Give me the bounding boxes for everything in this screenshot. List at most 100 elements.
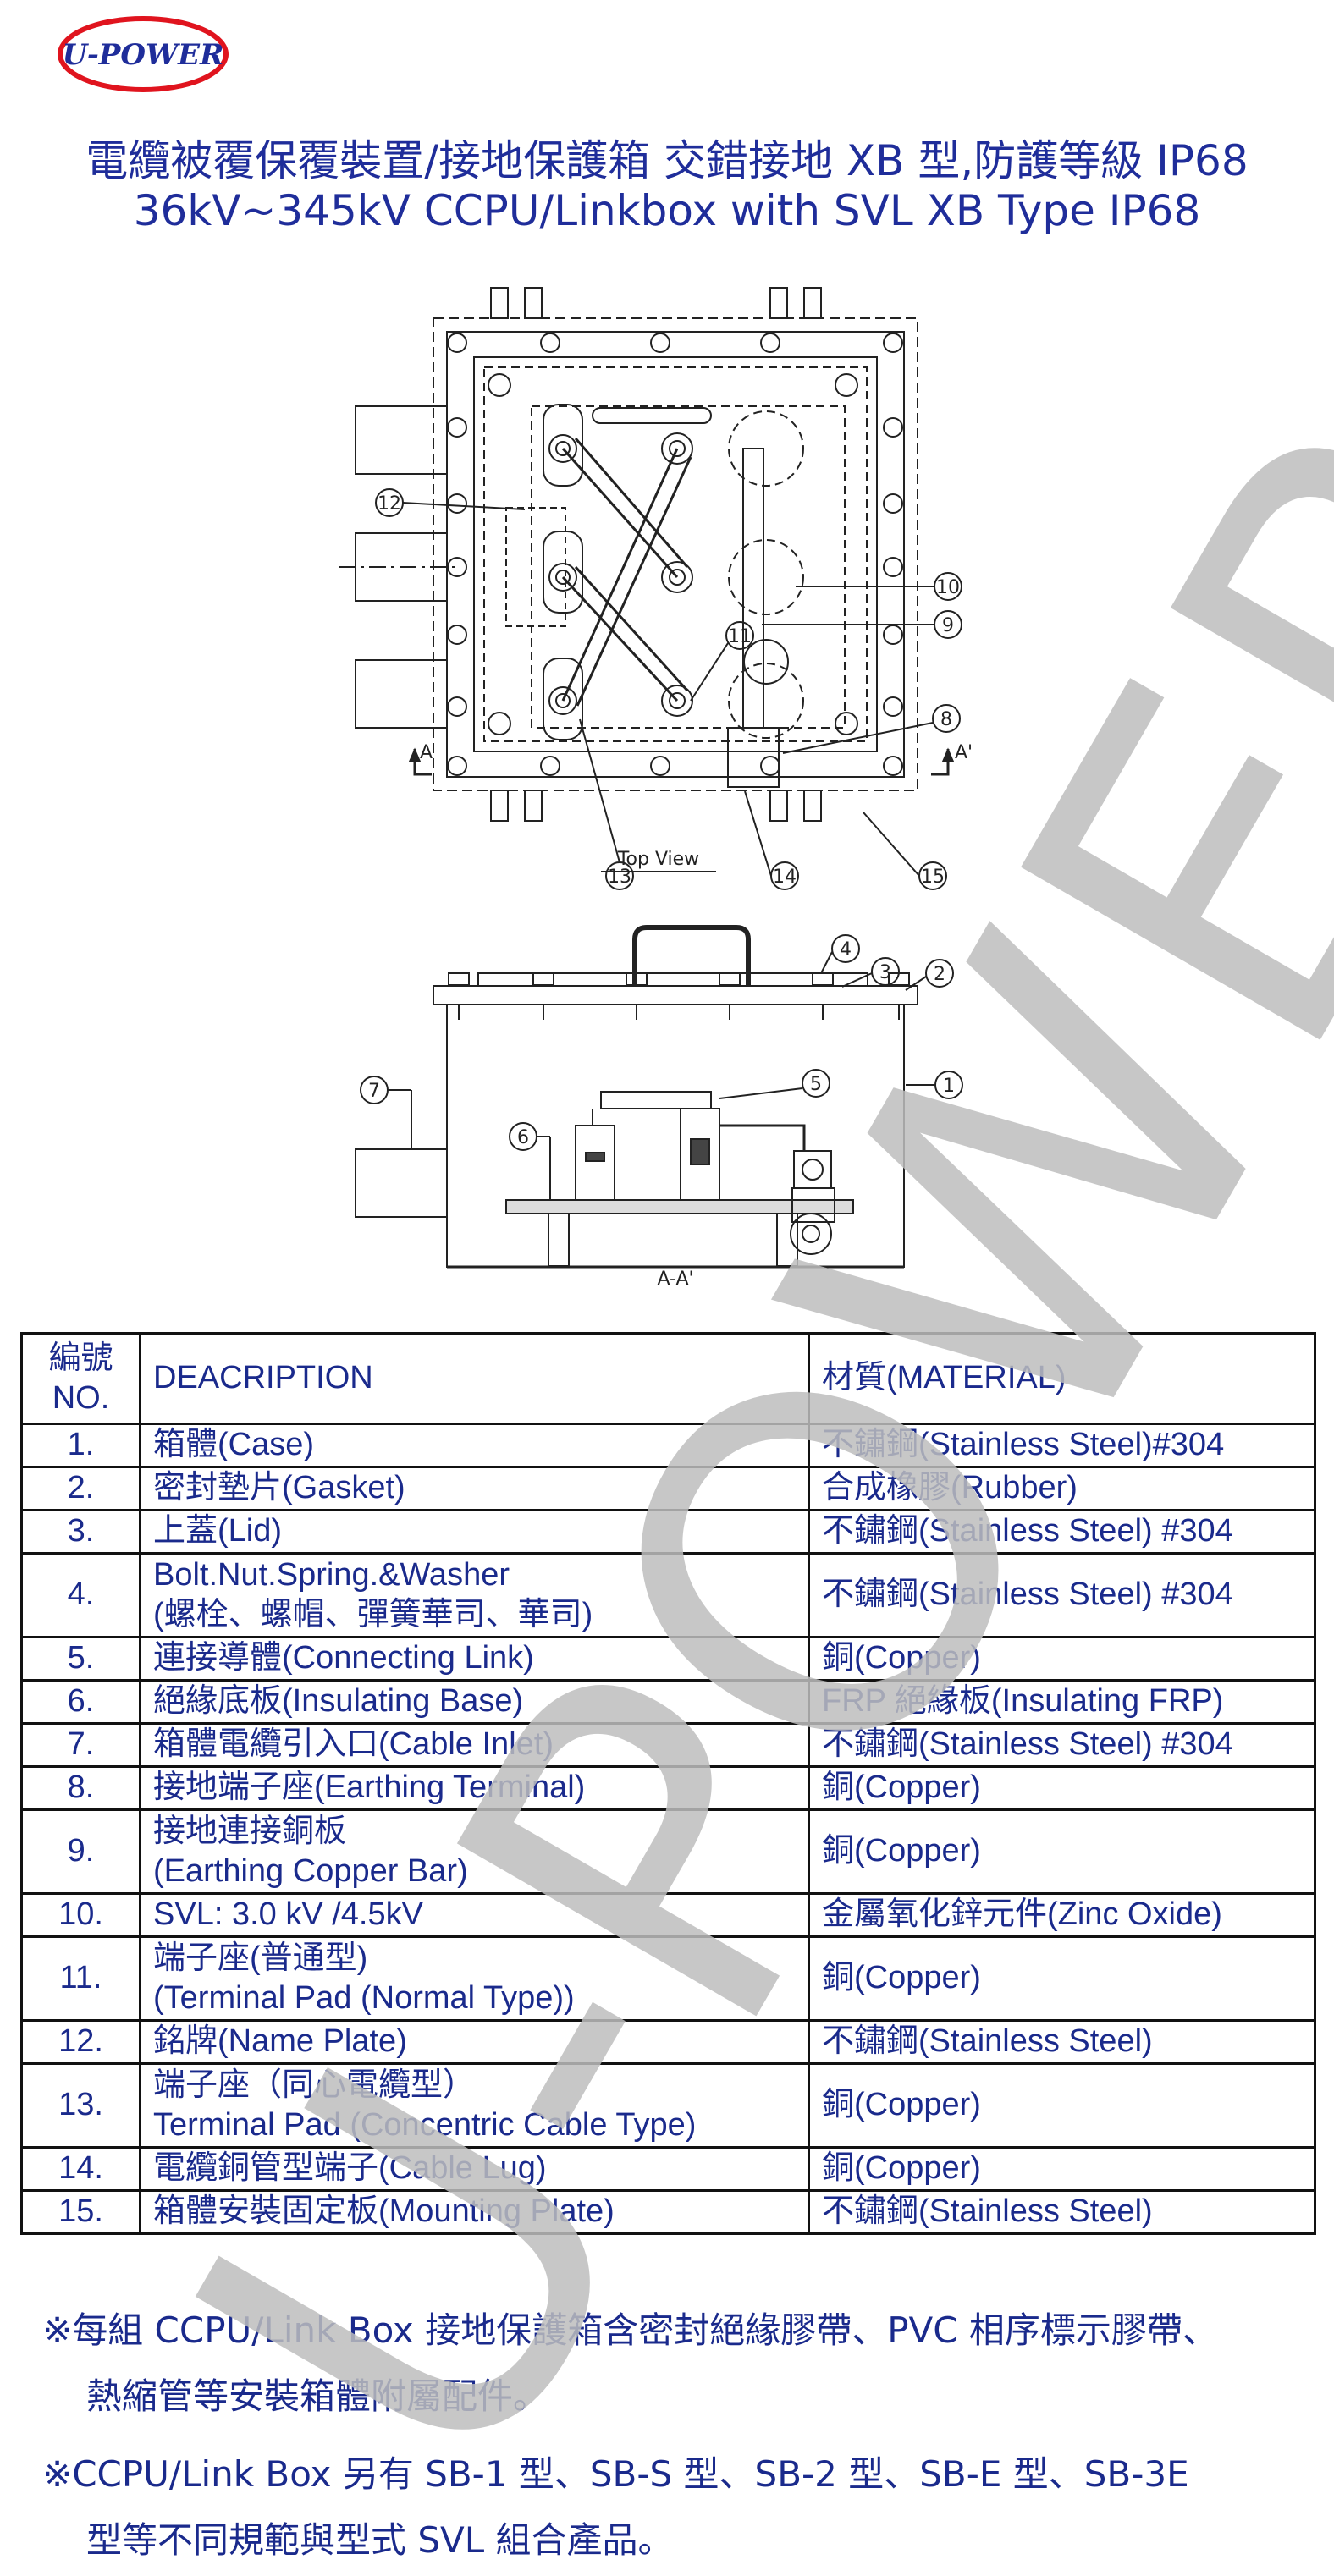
row-material: 銅(Copper) (808, 1935, 1316, 2022)
callout-13: 13 (608, 867, 631, 888)
callout-2: 2 (934, 964, 945, 985)
row-no: 9. (20, 1808, 141, 1895)
table-row: 15.箱體安裝固定板(Mounting Plate)不鏽鋼(Stainless … (20, 2189, 1316, 2235)
callout-14: 14 (773, 867, 797, 888)
table-row: 13.端子座（同心電纜型）Terminal Pad (Concentric Ca… (20, 2062, 1316, 2149)
callouts-top-view: 12 10 9 11 8 13 14 15 (375, 488, 962, 890)
row-description: 銘牌(Name Plate) (139, 2019, 810, 2065)
row-material: 不鏽鋼(Stainless Steel) #304 (808, 1552, 1316, 1638)
row-no: 5. (20, 1636, 141, 1682)
row-description: 絕緣底板(Insulating Base) (139, 1679, 810, 1725)
callout-7: 7 (368, 1081, 380, 1102)
section-label: A-A' (657, 1269, 693, 1286)
row-description: Bolt.Nut.Spring.&Washer(螺栓、螺帽、彈簧華司、華司) (139, 1552, 810, 1638)
row-description: 連接導體(Connecting Link) (139, 1636, 810, 1682)
note-other-types-line2: 型等不同規範與型式 SVL 組合產品。 (86, 2519, 674, 2562)
callout-9: 9 (942, 615, 954, 636)
row-material: 不鏽鋼(Stainless Steel) #304 (808, 1722, 1316, 1768)
technical-drawing: A A' Top View 12 10 9 11 8 13 14 15 (322, 279, 1016, 1290)
callout-4: 4 (840, 939, 852, 960)
table-row: 11.端子座(普通型)(Terminal Pad (Normal Type))銅… (20, 1935, 1316, 2022)
row-description: 箱體(Case) (139, 1423, 810, 1468)
note-other-types-line1: ※CCPU/Link Box 另有 SB-1 型、SB-S 型、SB-2 型、S… (42, 2453, 1189, 2495)
note-accessories-line2: 熱縮管等安裝箱體附屬配件。 (86, 2375, 549, 2418)
table-row: 2.密封墊片(Gasket)合成橡膠(Rubber) (20, 1466, 1316, 1511)
callouts-section-view: 2 3 4 1 5 7 6 (360, 934, 963, 1200)
row-material: 銅(Copper) (808, 1765, 1316, 1811)
row-material: FRP 絕緣板(Insulating FRP) (808, 1679, 1316, 1725)
parts-table: 編號 NO. DEACRIPTION 材質(MATERIAL) 1.箱體(Cas… (20, 1332, 1316, 2235)
row-description: 端子座（同心電纜型）Terminal Pad (Concentric Cable… (139, 2062, 810, 2149)
row-no: 12. (20, 2019, 141, 2065)
company-logo-graphic: U-POWER (58, 16, 229, 92)
company-logo: U-POWER (56, 14, 230, 95)
row-material: 不鏽鋼(Stainless Steel)#304 (808, 1423, 1316, 1468)
callout-5: 5 (810, 1074, 822, 1095)
callout-12: 12 (378, 493, 401, 515)
section-view: A-A' (355, 925, 918, 1290)
callout-11: 11 (728, 626, 752, 647)
row-description: 上蓋(Lid) (139, 1509, 810, 1555)
row-no: 1. (20, 1423, 141, 1468)
top-view: A A' Top View (339, 287, 973, 872)
note-other-types: ※CCPU/Link Box 另有 SB-1 型、SB-S 型、SB-2 型、S… (42, 2453, 1189, 2562)
table-row: 8.接地端子座(Earthing Terminal)銅(Copper) (20, 1765, 1316, 1811)
row-material: 銅(Copper) (808, 1636, 1316, 1682)
note-accessories: ※每組 CCPU/Link Box 接地保護箱含密封絕緣膠帶、PVC 相序標示膠… (42, 2309, 1218, 2418)
top-view-label: Top View (617, 849, 699, 870)
row-description: 密封墊片(Gasket) (139, 1466, 810, 1511)
logo-text: U-POWER (63, 38, 224, 72)
section-mark-left: A (420, 742, 433, 763)
table-row: 9.接地連接銅板(Earthing Copper Bar)銅(Copper) (20, 1808, 1316, 1895)
table-row: 14.電纜銅管型端子(Cable Lug)銅(Copper) (20, 2146, 1316, 2192)
row-no: 10. (20, 1892, 141, 1938)
callout-3: 3 (879, 962, 891, 983)
table-row: 7.箱體電纜引入口(Cable Inlet)不鏽鋼(Stainless Stee… (20, 1722, 1316, 1768)
row-no: 6. (20, 1679, 141, 1725)
table-row: 6.絕緣底板(Insulating Base)FRP 絕緣板(Insulatin… (20, 1679, 1316, 1725)
row-no: 14. (20, 2146, 141, 2192)
row-description: 接地端子座(Earthing Terminal) (139, 1765, 810, 1811)
row-material: 金屬氧化鋅元件(Zinc Oxide) (808, 1892, 1316, 1938)
row-no: 7. (20, 1722, 141, 1768)
row-no: 11. (20, 1935, 141, 2022)
header-description: DEACRIPTION (139, 1332, 810, 1425)
row-description: 接地連接銅板(Earthing Copper Bar) (139, 1808, 810, 1895)
callout-8: 8 (940, 709, 952, 730)
row-description: 箱體安裝固定板(Mounting Plate) (139, 2189, 810, 2235)
row-no: 15. (20, 2189, 141, 2235)
table-row: 12.銘牌(Name Plate)不鏽鋼(Stainless Steel) (20, 2019, 1316, 2065)
row-description: 端子座(普通型)(Terminal Pad (Normal Type)) (139, 1935, 810, 2022)
table-row: 4.Bolt.Nut.Spring.&Washer(螺栓、螺帽、彈簧華司、華司)… (20, 1552, 1316, 1638)
row-description: 箱體電纜引入口(Cable Inlet) (139, 1722, 810, 1768)
table-row: 5.連接導體(Connecting Link)銅(Copper) (20, 1636, 1316, 1682)
row-material: 銅(Copper) (808, 1808, 1316, 1895)
row-no: 3. (20, 1509, 141, 1555)
row-no: 8. (20, 1765, 141, 1811)
note-accessories-line1: ※每組 CCPU/Link Box 接地保護箱含密封絕緣膠帶、PVC 相序標示膠… (42, 2309, 1218, 2351)
header-no: 編號 NO. (20, 1332, 141, 1425)
row-no: 4. (20, 1552, 141, 1638)
callout-6: 6 (517, 1127, 529, 1148)
header-no-line2: NO. (52, 1380, 110, 1416)
header-material: 材質(MATERIAL) (808, 1332, 1316, 1425)
row-no: 13. (20, 2062, 141, 2149)
row-material: 不鏽鋼(Stainless Steel) #304 (808, 1509, 1316, 1555)
row-material: 銅(Copper) (808, 2146, 1316, 2192)
page-title-english: 36kV~345kV CCPU/Linkbox with SVL XB Type… (133, 186, 1201, 235)
callout-1: 1 (943, 1076, 955, 1097)
callout-15: 15 (921, 867, 945, 888)
row-description: 電纜銅管型端子(Cable Lug) (139, 2146, 810, 2192)
table-row: 3.上蓋(Lid)不鏽鋼(Stainless Steel) #304 (20, 1509, 1316, 1555)
row-no: 2. (20, 1466, 141, 1511)
row-material: 合成橡膠(Rubber) (808, 1466, 1316, 1511)
row-material: 不鏽鋼(Stainless Steel) (808, 2189, 1316, 2235)
row-description: SVL: 3.0 kV /4.5kV (139, 1892, 810, 1938)
row-material: 不鏽鋼(Stainless Steel) (808, 2019, 1316, 2065)
technical-drawing-svg: A A' Top View 12 10 9 11 8 13 14 15 (339, 287, 973, 1290)
table-row: 1.箱體(Case)不鏽鋼(Stainless Steel)#304 (20, 1423, 1316, 1468)
table-header-row: 編號 NO. DEACRIPTION 材質(MATERIAL) (20, 1332, 1316, 1425)
callout-10: 10 (936, 577, 960, 598)
section-mark-right: A' (955, 742, 973, 763)
